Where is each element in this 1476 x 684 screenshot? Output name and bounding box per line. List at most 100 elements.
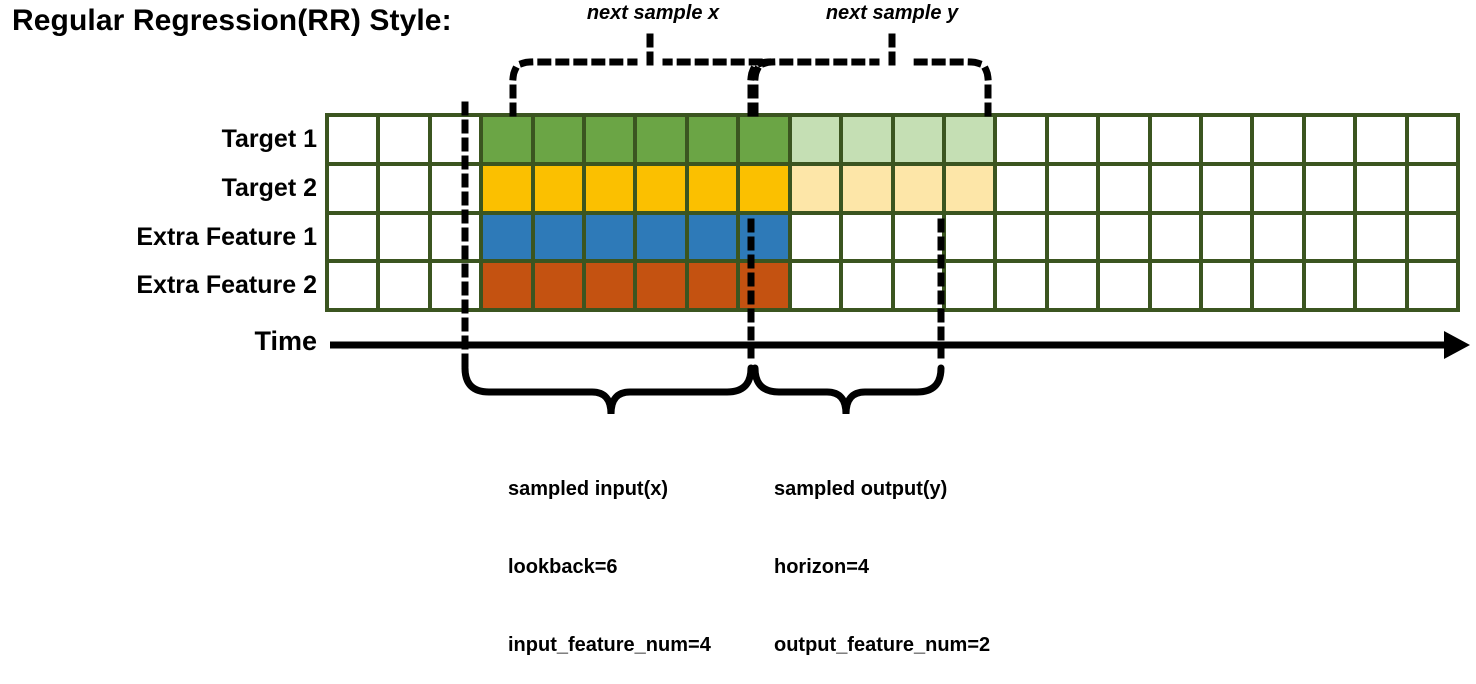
- grid-cell-r1-c19: [1254, 117, 1302, 162]
- grid-cell-r2-c8: [688, 165, 737, 211]
- caption-output-line-1: sampled output(y): [774, 478, 948, 500]
- grid-cell-r3-c12: [894, 214, 942, 260]
- grid-cell-r1-c7: [637, 117, 685, 162]
- grid-cell-r3-c11: [843, 214, 891, 260]
- grid-cell-r3-c6: [586, 214, 634, 260]
- annotation-next-sample-x: next sample x: [586, 2, 720, 24]
- caption-sampled-output: sampled output(y) horizon=4 output_featu…: [774, 424, 990, 684]
- grid-cell-r4-c20: [1305, 263, 1354, 308]
- grid-cell-r2-c11: [843, 165, 891, 211]
- grid-cell-r3-c1: [329, 214, 377, 260]
- caption-input-line-3: input_feature_num=4: [508, 634, 711, 656]
- grid-cell-r4-c4: [483, 263, 531, 308]
- grid-cell-r1-c3: [431, 117, 480, 162]
- dotted-brace-next-sample-x: [509, 58, 770, 117]
- grid-cell-r3-c18: [1202, 214, 1251, 260]
- grid-cell-r3-c16: [1100, 214, 1148, 260]
- grid-cell-r2-c5: [534, 165, 583, 211]
- grid-cell-r1-c6: [586, 117, 634, 162]
- grid-cell-r1-c11: [843, 117, 891, 162]
- grid-cell-r1-c21: [1357, 117, 1405, 162]
- row-label-extra-feature-1: Extra Feature 1: [136, 223, 317, 251]
- grid-cell-r1-c9: [740, 117, 788, 162]
- grid-cell-r3-c20: [1305, 214, 1354, 260]
- grid-cell-r2-c10: [791, 165, 840, 211]
- grid-cell-r4-c7: [637, 263, 685, 308]
- grid-cell-r4-c8: [688, 263, 737, 308]
- grid-cell-r4-c17: [1151, 263, 1199, 308]
- grid-cell-r2-c9: [740, 165, 788, 211]
- row-label-extra-feature-2: Extra Feature 2: [136, 271, 317, 299]
- grid-cell-r3-c3: [431, 214, 480, 260]
- grid-cell-r4-c13: [945, 263, 994, 308]
- grid-cell-r1-c10: [791, 117, 840, 162]
- grid-cell-r4-c22: [1408, 263, 1456, 308]
- grid-cell-r2-c20: [1305, 165, 1354, 211]
- grid-cell-r1-c13: [945, 117, 994, 162]
- grid-cell-r3-c2: [380, 214, 428, 260]
- caption-output-line-2: horizon=4: [774, 556, 870, 578]
- grid-cell-r4-c9: [740, 263, 788, 308]
- caption-input-line-1: sampled input(x): [508, 478, 669, 500]
- grid-cell-r1-c17: [1151, 117, 1199, 162]
- brace-sampled-input: [461, 364, 755, 415]
- grid-cell-r1-c14: [997, 117, 1045, 162]
- grid-cell-r1-c22: [1408, 117, 1456, 162]
- grid-cell-r2-c12: [894, 165, 942, 211]
- caption-sampled-input: sampled input(x) lookback=6 input_featur…: [508, 424, 711, 684]
- grid-cell-r3-c8: [688, 214, 737, 260]
- row-label-target-1: Target 1: [221, 125, 317, 153]
- page-title: Regular Regression(RR) Style:: [12, 4, 452, 37]
- grid-cell-r4-c14: [997, 263, 1045, 308]
- grid-cell-r4-c10: [791, 263, 840, 308]
- annotation-next-sample-y: next sample y: [825, 2, 959, 24]
- grid-cell-r2-c6: [586, 165, 634, 211]
- grid-cell-r4-c19: [1254, 263, 1302, 308]
- grid-cell-r2-c7: [637, 165, 685, 211]
- grid-cell-r3-c9: [740, 214, 788, 260]
- grid-cell-r3-c7: [637, 214, 685, 260]
- timeline-grid: [325, 113, 1460, 312]
- brace-sampled-output: [751, 364, 945, 415]
- grid-cell-r4-c18: [1202, 263, 1251, 308]
- grid-cell-r2-c13: [945, 165, 994, 211]
- grid-cell-r4-c6: [586, 263, 634, 308]
- grid-cell-r2-c18: [1202, 165, 1251, 211]
- grid-cell-r4-c15: [1048, 263, 1097, 308]
- grid-cell-r3-c5: [534, 214, 583, 260]
- grid-cell-r3-c17: [1151, 214, 1199, 260]
- grid-cell-r1-c16: [1100, 117, 1148, 162]
- grid-cell-r3-c22: [1408, 214, 1456, 260]
- grid-cell-r1-c8: [688, 117, 737, 162]
- grid-cell-r2-c22: [1408, 165, 1456, 211]
- row-label-column: Target 1 Target 2 Extra Feature 1 Extra …: [55, 115, 317, 310]
- grid-cell-r1-c20: [1305, 117, 1354, 162]
- grid-cell-r2-c21: [1357, 165, 1405, 211]
- time-axis-label: Time: [254, 326, 317, 356]
- grid-cell-r1-c18: [1202, 117, 1251, 162]
- grid-cell-r1-c5: [534, 117, 583, 162]
- time-axis-arrow: [330, 331, 1470, 359]
- grid-cell-r2-c15: [1048, 165, 1097, 211]
- row-label-target-2: Target 2: [221, 174, 317, 202]
- grid-cell-r4-c5: [534, 263, 583, 308]
- grid-cell-r2-c2: [380, 165, 428, 211]
- grid-cell-r2-c19: [1254, 165, 1302, 211]
- grid-cell-r4-c21: [1357, 263, 1405, 308]
- grid-cell-r3-c15: [1048, 214, 1097, 260]
- dotted-brace-next-sample-y: [751, 58, 992, 117]
- grid-cell-r4-c12: [894, 263, 942, 308]
- grid-cell-r3-c14: [997, 214, 1045, 260]
- grid-cell-r3-c19: [1254, 214, 1302, 260]
- caption-input-line-2: lookback=6: [508, 556, 618, 578]
- grid-cell-r1-c15: [1048, 117, 1097, 162]
- grid-cell-r3-c4: [483, 214, 531, 260]
- caption-output-line-3: output_feature_num=2: [774, 634, 991, 656]
- grid-cell-r2-c1: [329, 165, 377, 211]
- grid-cell-r4-c3: [431, 263, 480, 308]
- grid-cell-r3-c21: [1357, 214, 1405, 260]
- grid-cell-r2-c16: [1100, 165, 1148, 211]
- grid-cell-r2-c17: [1151, 165, 1199, 211]
- grid-cell-r2-c14: [997, 165, 1045, 211]
- grid-cell-r4-c16: [1100, 263, 1148, 308]
